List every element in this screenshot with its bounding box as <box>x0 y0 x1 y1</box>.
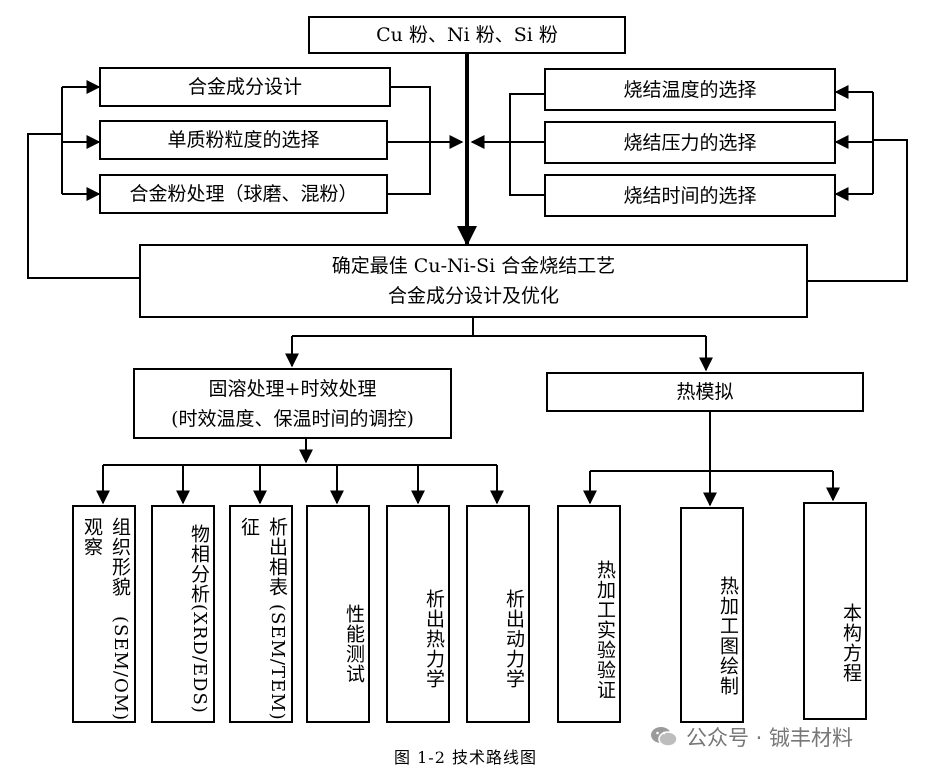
thermal-simulation-box: 热模拟 <box>546 372 864 412</box>
raw-powders-label: Cu 粉、Ni 粉、Si 粉 <box>376 24 558 46</box>
powder-processing-box: 合金粉处理（球磨、混粉） <box>99 174 388 214</box>
optimal-process-line1: 确定最佳 Cu-Ni-Si 合金烧结工艺 <box>331 255 616 277</box>
sintering-pressure-box: 烧结压力的选择 <box>544 121 836 164</box>
figure-caption: 图 1-2 技术路线图 <box>394 748 537 767</box>
hot-working-verification-box: 热加工实验验证 <box>557 505 621 723</box>
sintering-time-box: 烧结时间的选择 <box>544 174 836 217</box>
constitutive-equation-box: 本构方程 <box>803 502 867 720</box>
leaf-main: 析出相表征 <box>238 517 288 597</box>
leaf-sub: (SEM/TEM) <box>267 604 288 721</box>
left-bracket-right <box>388 86 431 195</box>
precipitate-characterization-box: 析出相表征 (SEM/TEM) <box>229 505 293 723</box>
microstructure-observation-box: 组织形貌观察 (SEM/OM) <box>72 505 136 723</box>
leaf-sub: (SEM/OM) <box>110 615 131 721</box>
performance-test-box: 性能测试 <box>306 505 370 723</box>
wechat-icon <box>651 727 678 747</box>
factor-label: 烧结压力的选择 <box>623 131 757 154</box>
factor-label: 烧结时间的选择 <box>623 184 757 207</box>
leaf-main: 本构方程 <box>840 603 862 683</box>
precipitation-kinetics-box: 析出动力学 <box>466 505 530 723</box>
watermark-text: 公众号 · 铖丰材料 <box>686 726 854 750</box>
leaf-main: 性能测试 <box>343 604 365 684</box>
powder-size-selection-box: 单质粉粒度的选择 <box>99 120 388 160</box>
leaf-main: 析出动力学 <box>503 589 525 689</box>
leaf-main: 组织形貌观察 <box>81 517 131 597</box>
leaf-main: 热加工实验验证 <box>594 560 616 700</box>
factor-label: 合金成分设计 <box>187 76 302 98</box>
thermal-simulation-label: 热模拟 <box>676 381 734 403</box>
processing-map-box: 热加工图绘制 <box>680 507 744 723</box>
raw-powders-box: Cu 粉、Ni 粉、Si 粉 <box>308 16 626 54</box>
right-feedback-loop <box>806 139 908 282</box>
watermark: 公众号 · 铖丰材料 <box>650 722 853 752</box>
factor-label: 合金粉处理（球磨、混粉） <box>129 183 358 205</box>
factor-label: 烧结温度的选择 <box>623 78 757 101</box>
precipitation-thermodynamics-box: 析出热力学 <box>386 505 450 723</box>
leaf-main: 物相分析 <box>188 524 210 605</box>
leaf-main: 析出热力学 <box>423 589 445 689</box>
heat-treatment-line2: (时效温度、保温时间的调控) <box>171 407 414 430</box>
left-feedback-loop <box>27 133 139 279</box>
leaf-sub: (XRD/EDS) <box>189 604 210 714</box>
sintering-temperature-box: 烧结温度的选择 <box>544 68 836 111</box>
heat-treatment-box: 固溶处理+时效处理 (时效温度、保温时间的调控) <box>133 368 452 439</box>
phase-analysis-box: 物相分析 (XRD/EDS) <box>151 505 215 723</box>
optimal-process-box: 确定最佳 Cu-Ni-Si 合金烧结工艺 合金成分设计及优化 <box>139 244 808 318</box>
leaf-main: 热加工图绘制 <box>717 576 739 696</box>
factor-label: 单质粉粒度的选择 <box>167 129 320 151</box>
alloy-composition-design-box: 合金成分设计 <box>99 67 391 107</box>
right-bracket-left <box>509 93 544 196</box>
heat-treatment-line1: 固溶处理+时效处理 <box>208 377 377 400</box>
optimal-process-line2: 合金成分设计及优化 <box>387 285 559 307</box>
